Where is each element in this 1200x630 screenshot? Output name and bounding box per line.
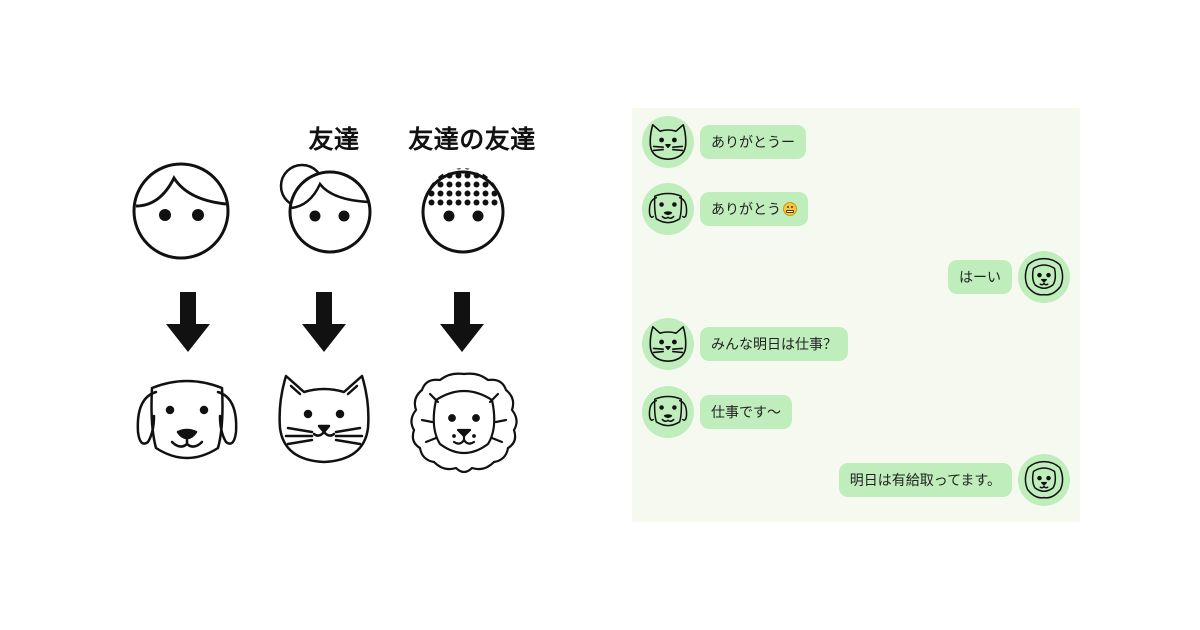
chat-message: 仕事です〜 bbox=[642, 386, 792, 438]
message-bubble: ありがとう bbox=[700, 192, 808, 226]
grinning-face-emoji-icon bbox=[783, 202, 797, 216]
chat-message: はーい bbox=[948, 251, 1070, 303]
person-friend-icon bbox=[272, 162, 374, 258]
arrow-down-icon bbox=[440, 292, 484, 354]
chat-message: ありがとうー bbox=[642, 116, 806, 168]
person-self-icon bbox=[130, 160, 232, 262]
cat-icon bbox=[649, 326, 687, 362]
cat-icon bbox=[649, 124, 687, 160]
avatar bbox=[642, 183, 694, 235]
cat-icon bbox=[274, 372, 374, 466]
arrow-down-icon bbox=[166, 292, 210, 354]
dog-icon bbox=[134, 376, 240, 468]
avatar bbox=[1018, 454, 1070, 506]
dog-icon bbox=[648, 395, 688, 427]
avatar bbox=[1018, 251, 1070, 303]
chat-message: ありがとう bbox=[642, 183, 808, 235]
avatar bbox=[642, 386, 694, 438]
lion-icon bbox=[408, 370, 520, 476]
message-bubble: 仕事です〜 bbox=[700, 395, 792, 429]
avatar bbox=[642, 318, 694, 370]
person-friend-of-friend-icon bbox=[418, 162, 508, 258]
label-friend-of-friend: 友達の友達 bbox=[408, 125, 536, 154]
message-bubble: はーい bbox=[948, 260, 1012, 294]
lion-icon bbox=[1024, 257, 1064, 296]
chat-panel: ありがとうー ありがとう はーい bbox=[632, 108, 1080, 522]
dog-icon bbox=[648, 192, 688, 224]
message-bubble: ありがとうー bbox=[700, 125, 806, 159]
lion-icon bbox=[1024, 460, 1064, 499]
chat-message: 明日は有給取ってます。 bbox=[838, 454, 1070, 506]
avatar bbox=[642, 116, 694, 168]
message-text: ありがとう bbox=[711, 202, 781, 218]
label-friend: 友達 bbox=[308, 125, 360, 154]
chat-message: みんな明日は仕事？ bbox=[642, 318, 848, 370]
arrow-down-icon bbox=[302, 292, 346, 354]
message-bubble: 明日は有給取ってます。 bbox=[838, 463, 1012, 497]
message-bubble: みんな明日は仕事？ bbox=[700, 327, 848, 361]
